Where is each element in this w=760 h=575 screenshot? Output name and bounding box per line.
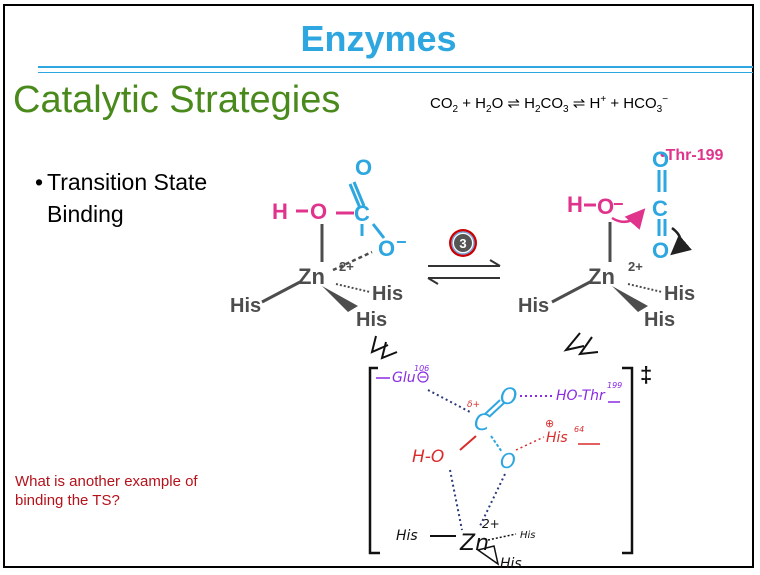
- right-thr-label: •Thr-199: [660, 147, 724, 164]
- step-number: 3: [459, 236, 466, 251]
- right-zinc-complex: •Thr-199 O H O − C O Zn 2+ His His His: [518, 147, 724, 331]
- title-divider-thin: [38, 72, 753, 73]
- left-minus: −: [396, 232, 407, 252]
- equilibrium-arrows: [427, 259, 501, 285]
- handwritten-equilibrium-right: [563, 332, 599, 356]
- transition-state: ‡ Glu 106 δ+ C O HO-Thr 199 ⊕ His 64 H-O…: [368, 362, 652, 572]
- ts-his64: His: [546, 430, 568, 446]
- ts-c: C: [474, 411, 490, 436]
- ts-o-right: O: [500, 449, 516, 473]
- slide: Enzymes Catalytic Strategies CO2 + H2O ⇌…: [3, 4, 754, 568]
- ts-his-1: His: [396, 528, 418, 544]
- right-h: H: [567, 192, 583, 217]
- left-his-2: His: [372, 283, 403, 305]
- right-c: C: [652, 196, 668, 221]
- question-text: What is another example of binding the T…: [15, 473, 198, 509]
- ts-his-3: His: [500, 556, 522, 572]
- bullet-text: Transition State Binding: [47, 169, 208, 227]
- ts-zn-charge: 2+: [482, 517, 500, 531]
- step-badge: 3: [449, 229, 477, 257]
- right-his-1: His: [518, 295, 549, 317]
- left-o-top: O: [355, 155, 372, 180]
- ts-thr-num: 199: [607, 381, 622, 390]
- right-zn-charge: 2+: [628, 259, 643, 274]
- ts-his-2: His: [520, 530, 536, 541]
- ts-dagger: ‡: [640, 362, 652, 387]
- left-his-1: His: [230, 295, 261, 317]
- left-c: C: [354, 201, 370, 226]
- ts-his64-num: 64: [574, 425, 584, 434]
- right-o-top: O: [652, 147, 669, 172]
- left-h: H: [272, 199, 288, 224]
- slide-subtitle: Catalytic Strategies: [13, 79, 341, 121]
- ts-glu-num: 106: [414, 364, 429, 373]
- handwritten-equilibrium-left: [370, 335, 398, 360]
- left-zn: Zn: [298, 264, 325, 289]
- reaction-equation: CO2 + H2O ⇌ H2CO3 ⇌ H+ + HCO3−: [430, 94, 669, 115]
- ts-o-top: O: [500, 385, 517, 410]
- bullet-dot-icon: •: [35, 169, 44, 195]
- right-zn: Zn: [588, 264, 615, 289]
- right-his-2: His: [664, 283, 695, 305]
- left-his-3: His: [356, 309, 387, 331]
- ts-glu: Glu: [392, 370, 416, 386]
- ts-zn: Zn: [459, 531, 489, 556]
- left-o-right: O: [378, 236, 395, 261]
- slide-title: Enzymes: [300, 18, 457, 59]
- right-o-left: O: [597, 194, 614, 219]
- ts-ho: H-O: [412, 447, 444, 467]
- right-o-bottom: O: [652, 238, 669, 263]
- left-zinc-complex: O H O C O − Zn 2+ His His His: [230, 155, 407, 331]
- left-zn-charge: 2+: [339, 259, 354, 274]
- ts-his64-charge: ⊕: [545, 417, 554, 430]
- ts-thr: HO-Thr: [556, 388, 606, 404]
- left-o-left: O: [310, 199, 327, 224]
- right-his-3: His: [644, 309, 675, 331]
- right-minus: −: [613, 194, 624, 214]
- title-divider: [38, 66, 753, 68]
- ts-c-charge: δ+: [467, 400, 480, 410]
